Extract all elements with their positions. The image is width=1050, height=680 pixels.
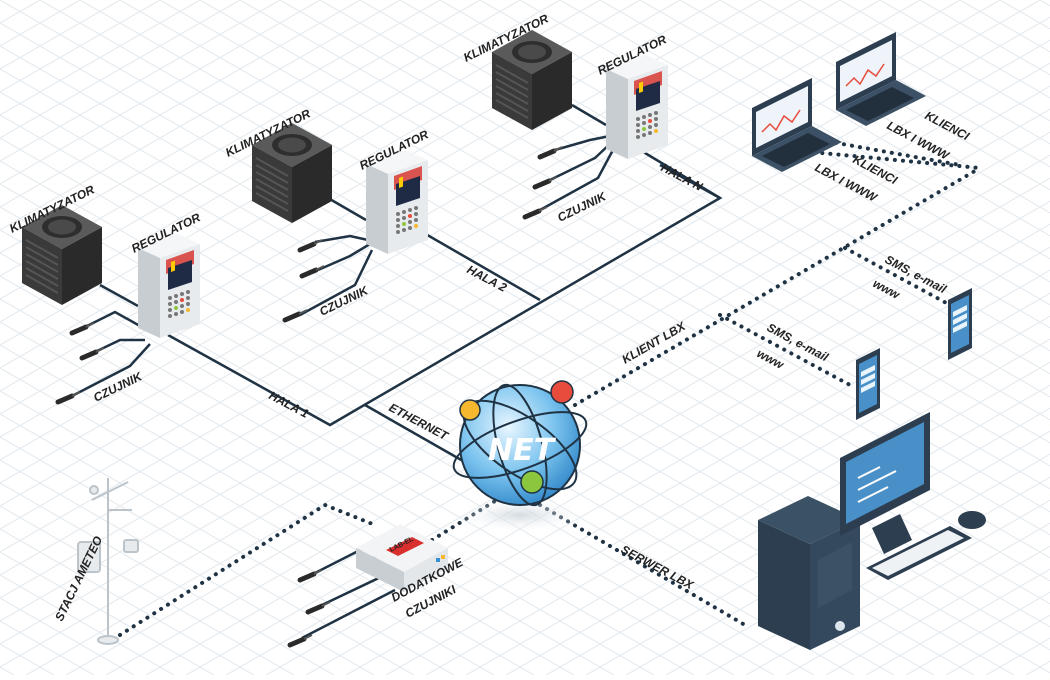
node-yellow <box>459 399 481 421</box>
hala-n-line <box>639 148 721 200</box>
internet-globe: NET <box>450 380 590 533</box>
additional-sensors-box: LAB-EL <box>356 524 448 592</box>
node-red <box>550 380 574 404</box>
stacja-link <box>118 502 377 637</box>
phone-1 <box>856 348 880 420</box>
keyboard <box>866 526 972 580</box>
node-green <box>520 470 544 494</box>
klient-lbx-link <box>573 166 982 407</box>
mouse <box>958 511 986 529</box>
server-computer <box>758 412 986 650</box>
sms-link-1 <box>718 313 852 387</box>
ethernet-line <box>364 403 471 467</box>
phone-2 <box>948 288 972 360</box>
weather-station <box>77 478 139 645</box>
hala-2-line <box>409 223 541 302</box>
monitor <box>840 412 930 554</box>
hala-1-line <box>167 163 723 427</box>
net-label: NET <box>488 433 557 468</box>
